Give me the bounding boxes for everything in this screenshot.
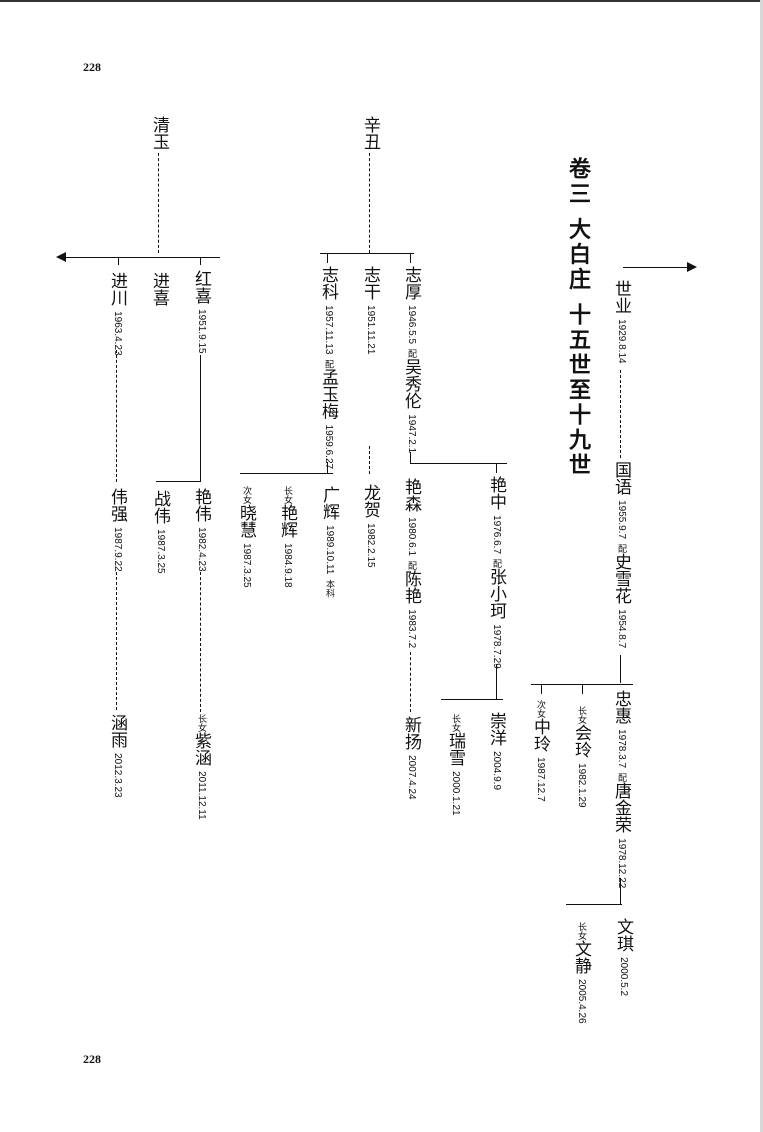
lineage-link bbox=[410, 652, 411, 712]
entry-zhike: 志科 1957.11.13 配孟玉梅 1959.6.27 bbox=[318, 266, 338, 470]
entry-yanwei: 艳伟 1982.4.23 bbox=[191, 488, 211, 572]
lineage-link bbox=[541, 684, 542, 694]
sibling-bar bbox=[441, 699, 503, 700]
lineage-link bbox=[200, 355, 201, 481]
entry-wenqi: 文琪 2000.5.2 bbox=[613, 918, 633, 997]
entry-weiqiang: 伟强 1987.9.22 bbox=[107, 488, 127, 572]
entry-zhanwei: 战伟 1987.3.25 bbox=[150, 490, 170, 574]
page-number-top: 228 bbox=[83, 60, 101, 74]
page-edge bbox=[760, 0, 763, 1132]
volume-title: 卷三 大白庄 十五世至十九世 bbox=[565, 157, 590, 479]
continuation-line bbox=[623, 267, 689, 268]
entry-guoyu: 国语 1955.9.7 配史雪花 1954.8.7 bbox=[611, 461, 631, 649]
entry-ruixue: 长女瑞雪 2000.1.21 bbox=[445, 714, 465, 816]
lineage-link bbox=[158, 153, 159, 253]
entry-xinchou: 辛丑 bbox=[360, 116, 380, 150]
page-number-bottom: 228 bbox=[83, 1052, 101, 1066]
lineage-link bbox=[620, 655, 621, 683]
entry-chongyang: 崇洋 2004.9.9 bbox=[486, 712, 506, 791]
entry-hanyu: 涵雨 2012.3.23 bbox=[107, 714, 127, 798]
entry-zhihou: 志厚 1946.5.5 配吴秀伦 1947.2.1 bbox=[401, 266, 421, 454]
lineage-link bbox=[582, 684, 583, 694]
entry-zhonghui: 忠惠 1978.3.7 配唐金荣 1978.12.22 bbox=[611, 690, 631, 889]
lineage-link bbox=[620, 878, 621, 904]
lineage-link bbox=[620, 370, 621, 458]
entry-huiling: 长女会玲 1982.1.29 bbox=[571, 706, 591, 808]
entry-longhe: 龙贺 1982.2.15 bbox=[360, 484, 380, 568]
lineage-link bbox=[116, 572, 117, 710]
lineage-link bbox=[200, 257, 201, 265]
entry-zhongling: 次女中玲 1987.12.7 bbox=[530, 700, 550, 802]
top-border bbox=[0, 0, 763, 2]
lineage-link bbox=[369, 446, 370, 474]
entry-yanhui: 长女艳辉 1984.9.18 bbox=[277, 486, 297, 588]
lineage-link bbox=[369, 153, 370, 253]
lineage-link bbox=[200, 572, 201, 712]
lineage-link bbox=[118, 257, 119, 265]
entry-yansen: 艳森 1980.6.1 配陈艳 1983.7.2 bbox=[401, 478, 421, 649]
lineage-link bbox=[410, 452, 411, 464]
lineage-link bbox=[496, 463, 497, 473]
entry-zhigan: 志干 1951.11.21 bbox=[360, 266, 380, 355]
sibling-bar bbox=[410, 463, 507, 464]
entry-xiaohui: 次女晓慧 1987.3.25 bbox=[236, 486, 256, 588]
arrow-left-icon bbox=[56, 252, 66, 262]
sibling-bar bbox=[156, 481, 201, 482]
entry-wenjing: 长女文静 2005.4.26 bbox=[571, 922, 591, 1024]
lineage-link bbox=[116, 350, 117, 482]
entry-jinxi: 进喜 bbox=[149, 272, 169, 306]
sibling-bar bbox=[566, 904, 622, 905]
lineage-link bbox=[327, 253, 328, 263]
entry-qingyu: 清玉 bbox=[149, 116, 169, 150]
entry-jinchuan: 进川 1963.4.23 bbox=[107, 272, 127, 356]
lineage-link bbox=[410, 253, 411, 263]
entry-zihan: 长女紫涵 2011.12.11 bbox=[191, 714, 211, 820]
entry-hongxi: 红喜 1951.9.15 bbox=[191, 270, 211, 354]
arrow-right-icon bbox=[687, 262, 697, 272]
entry-xinyang: 新扬 2007.4.24 bbox=[401, 716, 421, 800]
entry-yanzhong: 艳中 1976.6.7 配张小珂 1978.7.29 bbox=[486, 476, 506, 669]
lineage-link bbox=[327, 462, 328, 474]
sibling-bar bbox=[240, 473, 333, 474]
lineage-link bbox=[496, 664, 497, 700]
entry-guanghui: 广辉 1989.10.11 本科 bbox=[319, 486, 339, 598]
entry-shiye: 世业 1929.8.14 bbox=[611, 280, 631, 364]
sibling-bar bbox=[320, 253, 414, 254]
sibling-bar bbox=[66, 257, 220, 258]
